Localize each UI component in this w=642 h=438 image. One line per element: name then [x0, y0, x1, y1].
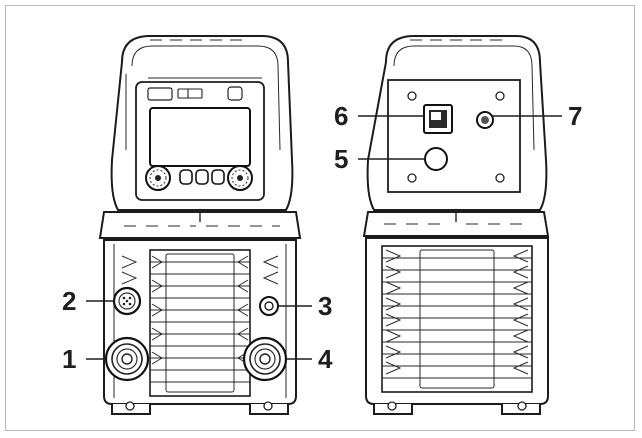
front-view — [98, 35, 302, 415]
leader-lines — [86, 115, 562, 360]
panel-button-3 — [211, 169, 225, 185]
lcd-display — [149, 107, 251, 167]
front-vent-grille — [149, 249, 251, 397]
callout-4: 4 — [318, 344, 333, 374]
negative-terminal — [104, 336, 150, 382]
power-cable-inlet — [424, 147, 448, 171]
power-switch — [423, 104, 453, 134]
card-slot — [187, 88, 203, 99]
control-socket — [112, 286, 142, 316]
left-knob — [145, 165, 171, 191]
callout-6: 6 — [334, 101, 348, 131]
gas-connector — [259, 296, 279, 316]
panel-button-1 — [179, 169, 193, 185]
front-shoulder — [98, 211, 302, 239]
callout-1: 1 — [62, 344, 76, 374]
callout-7: 7 — [568, 101, 582, 131]
callout-5: 5 — [334, 144, 348, 174]
rear-view — [362, 35, 550, 415]
usb-port — [147, 87, 173, 101]
callout-3: 3 — [318, 291, 332, 321]
rear-shoulder — [362, 211, 550, 237]
panel-button-2 — [195, 169, 209, 185]
right-knob — [227, 165, 253, 191]
callout-2: 2 — [62, 286, 76, 316]
gas-inlet — [476, 111, 494, 129]
positive-terminal — [242, 336, 288, 382]
rear-vent-grille — [381, 245, 533, 393]
figure-border — [5, 5, 635, 431]
